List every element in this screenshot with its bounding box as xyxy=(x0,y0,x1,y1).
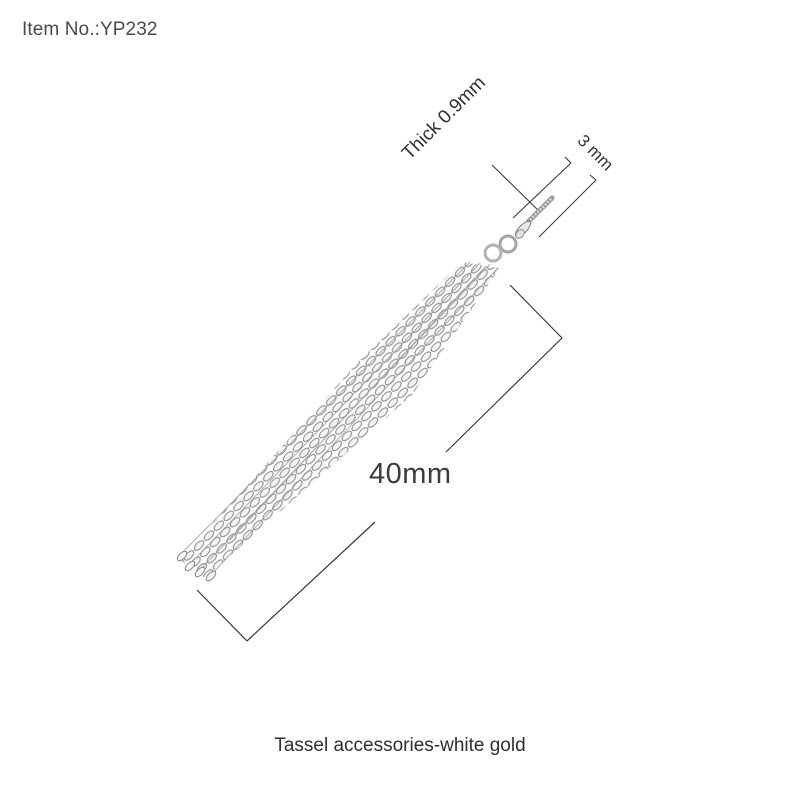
pin-dimension-lines xyxy=(512,156,597,238)
product-caption: Tassel accessories-white gold xyxy=(274,735,526,756)
tassel-chains xyxy=(176,261,500,582)
screw-eye-pin xyxy=(514,195,555,239)
thickness-indicator-line xyxy=(491,164,541,213)
length-dimension-lines xyxy=(196,284,563,642)
jump-rings xyxy=(483,234,518,263)
item-number: Item No.:YP232 xyxy=(22,19,158,40)
length-label: 40mm xyxy=(369,458,452,490)
